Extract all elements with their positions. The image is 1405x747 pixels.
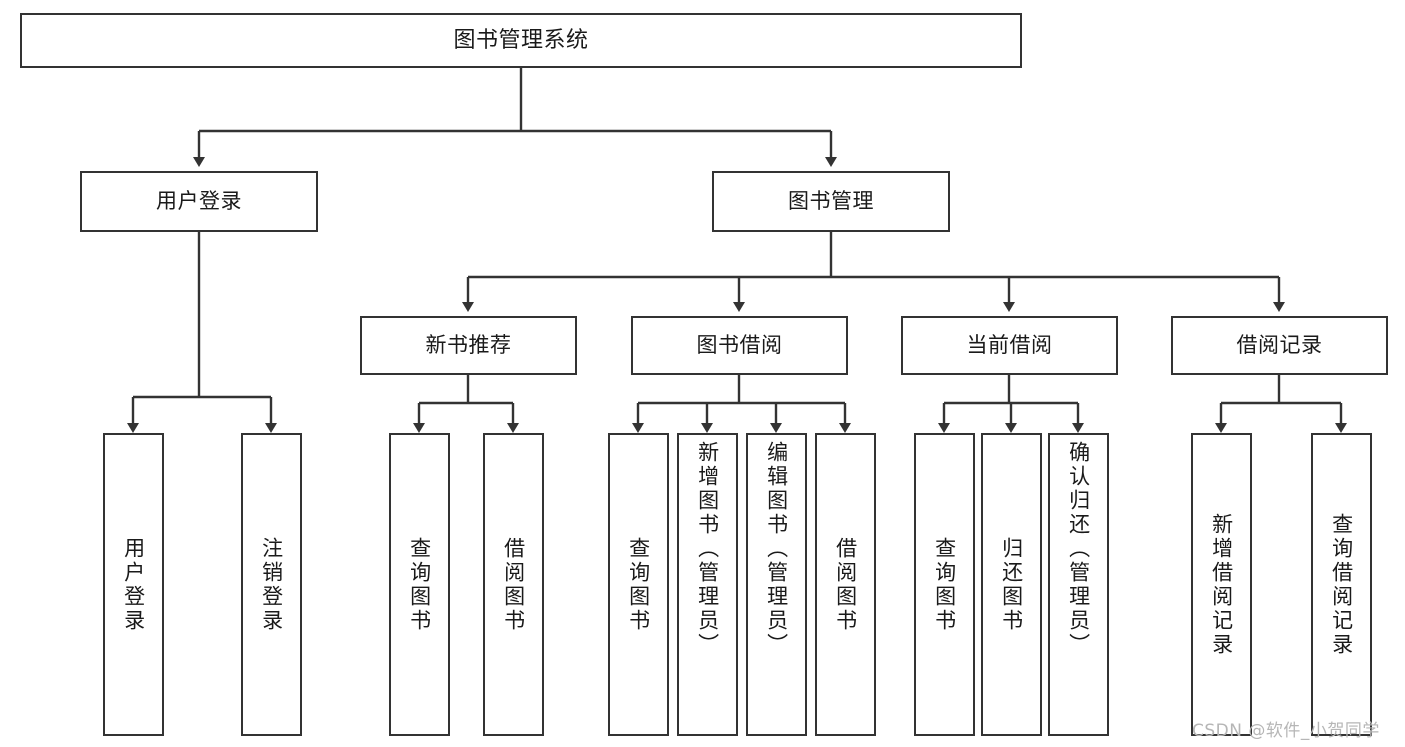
leaf-query-book-current[interactable]: 查询图书: [914, 433, 975, 736]
node-label: 归还图书: [999, 536, 1024, 633]
leaf-query-book-borrow[interactable]: 查询图书: [608, 433, 669, 736]
node-label: 借阅图书: [501, 536, 526, 633]
node-label: 查询图书: [932, 536, 957, 633]
node-label: 新书推荐: [425, 333, 512, 358]
node-label: 新增借阅记录: [1209, 512, 1234, 657]
leaf-borrow-book-borrow[interactable]: 借阅图书: [815, 433, 876, 736]
node-label: 查询图书: [626, 536, 651, 633]
node-label: 编辑图书（管理员）: [764, 441, 789, 657]
node-label: 查询借阅记录: [1329, 512, 1354, 657]
leaf-logout-login[interactable]: 注销登录: [241, 433, 302, 736]
node-label: 借阅记录: [1236, 333, 1323, 358]
node-user-login[interactable]: 用户登录: [80, 171, 318, 232]
node-label: 确认归还（管理员）: [1066, 441, 1091, 657]
node-label: 用户登录: [156, 189, 242, 214]
node-label: 借阅图书: [833, 536, 858, 633]
leaf-query-borrow-record[interactable]: 查询借阅记录: [1311, 433, 1372, 736]
node-label: 图书管理: [788, 189, 874, 214]
csdn-watermark: CSDN @软件_小贺同学: [1192, 721, 1380, 741]
node-label: 图书借阅: [696, 333, 783, 358]
node-new-book-recommend[interactable]: 新书推荐: [360, 316, 577, 375]
node-label: 新增图书（管理员）: [695, 441, 720, 657]
leaf-confirm-return-admin[interactable]: 确认归还（管理员）: [1048, 433, 1109, 736]
node-label: 用户登录: [121, 536, 146, 633]
node-label: 当前借阅: [966, 333, 1053, 358]
node-root-book-management-system[interactable]: 图书管理系统: [20, 13, 1022, 68]
node-label: 注销登录: [259, 536, 284, 633]
leaf-user-login[interactable]: 用户登录: [103, 433, 164, 736]
leaf-add-book-admin[interactable]: 新增图书（管理员）: [677, 433, 738, 736]
node-book-management[interactable]: 图书管理: [712, 171, 950, 232]
leaf-borrow-book-recommend[interactable]: 借阅图书: [483, 433, 544, 736]
leaf-return-book[interactable]: 归还图书: [981, 433, 1042, 736]
node-label: 查询图书: [407, 536, 432, 633]
leaf-query-book-recommend[interactable]: 查询图书: [389, 433, 450, 736]
node-current-borrow[interactable]: 当前借阅: [901, 316, 1118, 375]
node-borrow-record[interactable]: 借阅记录: [1171, 316, 1388, 375]
node-label: 图书管理系统: [453, 27, 589, 53]
leaf-add-borrow-record[interactable]: 新增借阅记录: [1191, 433, 1252, 736]
leaf-edit-book-admin[interactable]: 编辑图书（管理员）: [746, 433, 807, 736]
node-book-borrow[interactable]: 图书借阅: [631, 316, 848, 375]
